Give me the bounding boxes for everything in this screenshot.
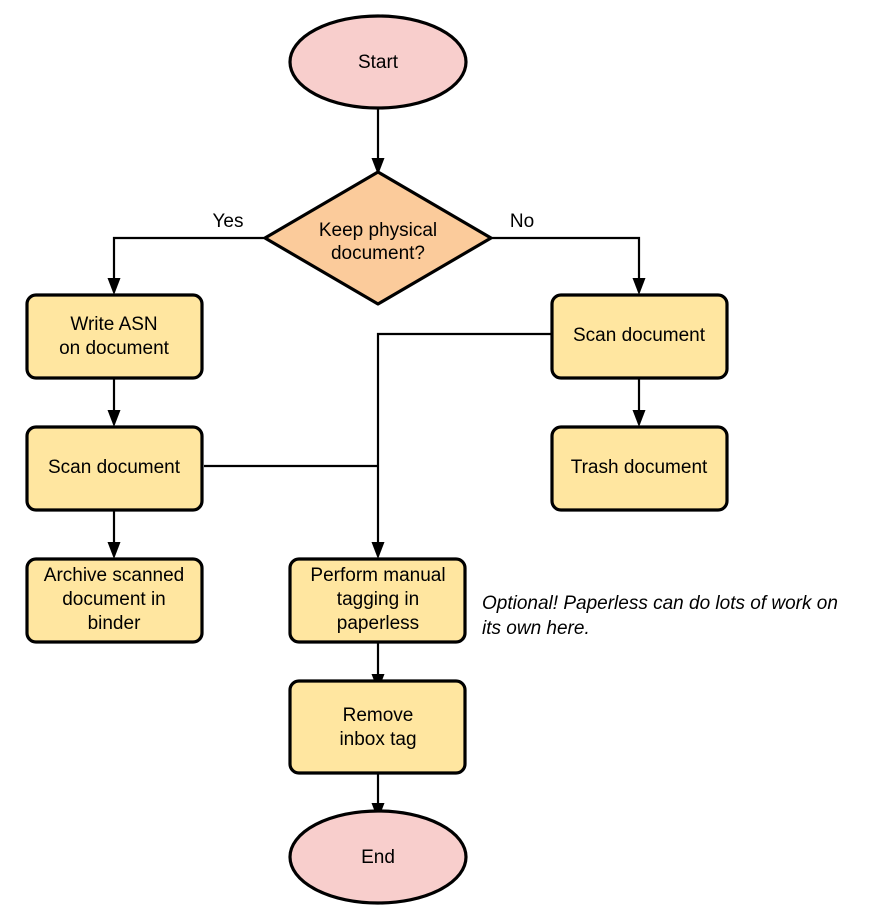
end-label: End	[361, 847, 395, 868]
start-label: Start	[358, 52, 399, 73]
start-ellipse-shape	[288, 14, 468, 110]
edge-scan-right-to-trash	[632, 378, 646, 427]
archive-box-shape	[25, 557, 204, 644]
archive-label-line-3: binder	[88, 613, 141, 634]
decision-label-line-1: Keep physical	[319, 220, 437, 241]
node-decision-keep-physical-document[interactable]: Keep physical document?	[263, 170, 493, 306]
write-asn-label-line-1: Write ASN	[70, 314, 157, 335]
remove-inbox-label-line-1: Remove	[343, 705, 414, 726]
edge-decision-yes-to-write-asn	[107, 236, 264, 295]
note-optional-line-2: its own here.	[482, 618, 590, 639]
edge-label-no: No	[510, 211, 534, 232]
note-optional-line-1: Optional! Paperless can do lots of work …	[482, 593, 838, 614]
edge-label-yes: Yes	[213, 211, 244, 232]
scan-document-right-label: Scan document	[573, 325, 706, 346]
node-scan-document-left[interactable]: Scan document	[25, 425, 204, 512]
tagging-label-line-2: tagging in	[337, 589, 419, 610]
node-archive-scanned-document[interactable]: Archive scanned document in binder	[25, 557, 204, 644]
decision-diamond-shape	[263, 170, 493, 306]
scan-document-right-box-shape	[550, 293, 729, 380]
decision-label-line-2: document?	[331, 243, 425, 264]
scan-document-left-box-shape	[25, 425, 204, 512]
end-ellipse-shape	[288, 809, 468, 905]
tagging-box-shape	[288, 557, 467, 644]
node-end[interactable]: End	[288, 809, 468, 905]
write-asn-box-shape	[25, 293, 204, 380]
tagging-label-line-1: Perform manual	[310, 565, 445, 586]
trash-document-box-shape	[550, 425, 729, 512]
edge-decision-no-to-scan-right	[491, 236, 646, 295]
edge-write-asn-to-scan-left	[107, 378, 121, 427]
trash-document-label: Trash document	[571, 457, 708, 478]
scan-document-left-label: Scan document	[48, 457, 181, 478]
archive-label-line-1: Archive scanned	[44, 565, 184, 586]
node-start[interactable]: Start	[288, 14, 468, 110]
edge-start-to-decision	[371, 104, 385, 175]
write-asn-label-line-2: on document	[59, 338, 170, 359]
archive-label-line-2: document in	[62, 589, 166, 610]
tagging-label-line-3: paperless	[337, 613, 419, 634]
note-optional-paperless: Optional! Paperless can do lots of work …	[482, 593, 838, 639]
node-perform-manual-tagging[interactable]: Perform manual tagging in paperless	[288, 557, 467, 644]
node-trash-document[interactable]: Trash document	[550, 425, 729, 512]
node-scan-document-right[interactable]: Scan document	[550, 293, 729, 380]
remove-inbox-label-line-2: inbox tag	[339, 729, 416, 750]
node-write-asn-on-document[interactable]: Write ASN on document	[25, 293, 204, 380]
edge-scan-right-to-tagging	[371, 332, 551, 559]
remove-inbox-box-shape	[288, 679, 467, 775]
edge-scan-left-to-archive	[107, 510, 121, 559]
node-remove-inbox-tag[interactable]: Remove inbox tag	[288, 679, 467, 775]
